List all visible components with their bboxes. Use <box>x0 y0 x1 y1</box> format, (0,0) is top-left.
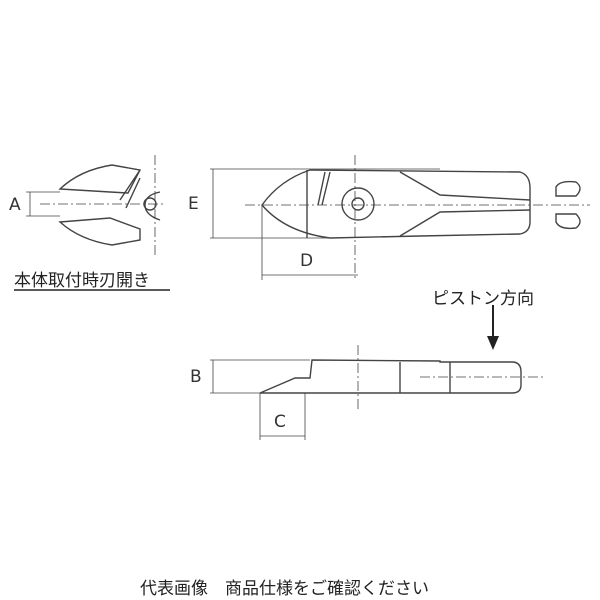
dimension-e-label: E <box>188 194 199 214</box>
dimension-d-label: D <box>300 251 314 271</box>
top-view <box>210 155 590 280</box>
piston-direction-label: ピストン方向 <box>432 289 534 309</box>
blade-opening-caption: 本体取付時刃開き <box>14 271 150 291</box>
dimension-c-label: C <box>274 412 286 432</box>
dimension-b-label: B <box>190 367 202 387</box>
dimension-a-label: A <box>9 195 21 215</box>
blade-opening-view <box>14 155 170 291</box>
side-view <box>210 305 545 440</box>
footer-note: 代表画像 商品仕様をご確認ください <box>140 579 429 599</box>
